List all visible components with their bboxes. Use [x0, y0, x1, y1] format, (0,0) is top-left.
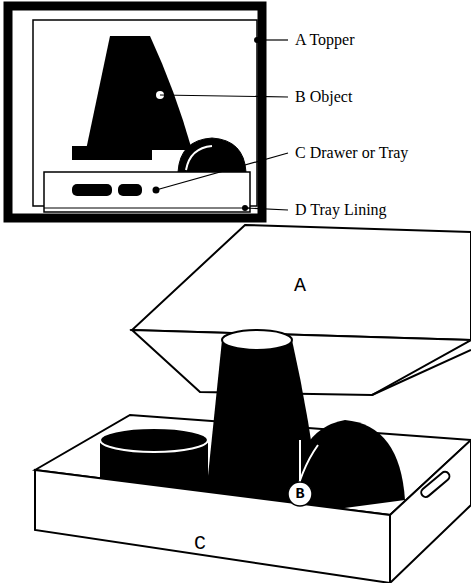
inset-frame: [8, 6, 262, 218]
part-label: A Topper: [295, 32, 354, 48]
cone-top: [222, 330, 292, 350]
object-cone: [86, 36, 192, 150]
leader-lines: [156, 40, 288, 210]
tray-handle-slot: [419, 470, 451, 499]
part-label: B Object: [295, 89, 352, 105]
part-label: C Drawer or Tray: [295, 145, 408, 161]
callout-letter: B: [295, 487, 304, 502]
cylinder-top: [100, 428, 208, 452]
tray-outline: [44, 172, 250, 212]
tray-front: [35, 440, 471, 583]
object-block: [72, 146, 152, 160]
tray-lining: [44, 208, 250, 209]
part-label: D Tray Lining: [295, 202, 387, 218]
callout-letter: C: [194, 534, 206, 554]
object-dome: [178, 138, 246, 172]
dome-highlight: [186, 146, 212, 170]
tray-handle: [72, 184, 112, 196]
callout-circle: [288, 482, 312, 506]
callout-letter: A: [294, 276, 306, 296]
lid: [132, 225, 471, 395]
tray-handle: [118, 184, 142, 196]
